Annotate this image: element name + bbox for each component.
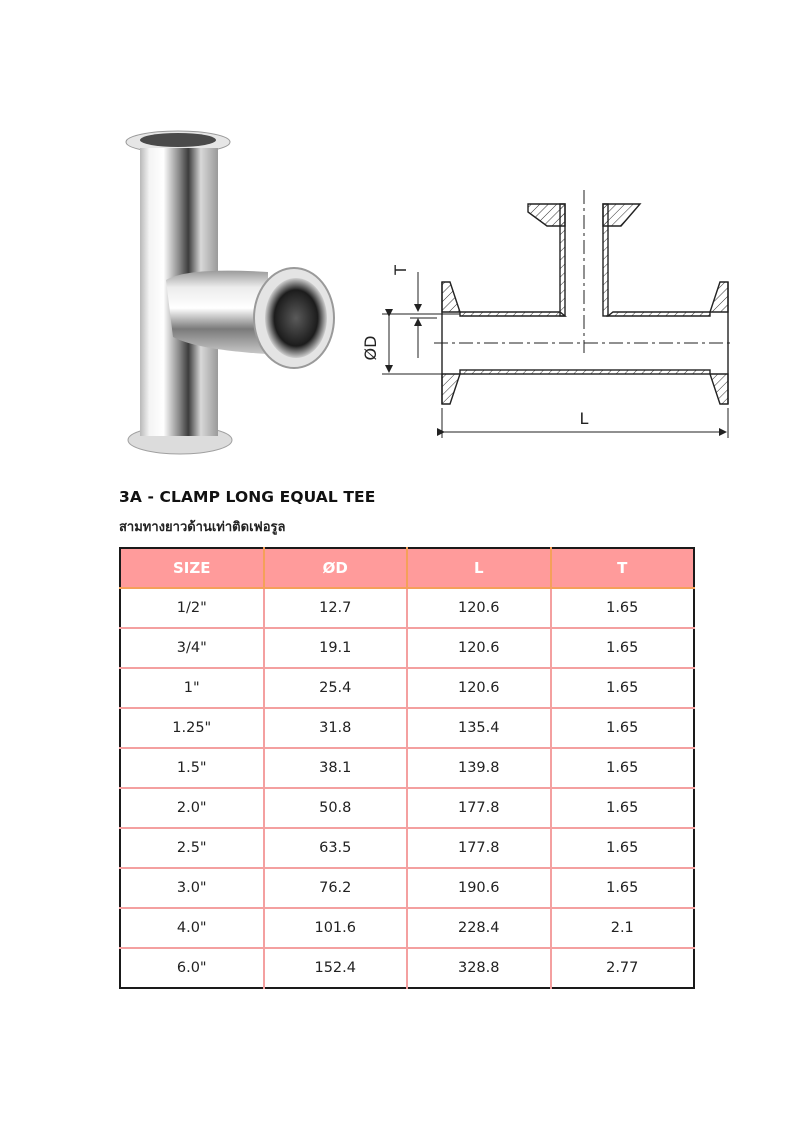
cell-od: 50.8 bbox=[263, 788, 408, 829]
cell-t: 1.65 bbox=[550, 588, 694, 629]
column-header-l: L bbox=[407, 548, 552, 589]
dimension-label-t: T bbox=[391, 265, 410, 276]
cell-l: 228.4 bbox=[407, 908, 552, 949]
cell-t: 1.65 bbox=[550, 748, 694, 789]
cell-size: 1.25" bbox=[120, 708, 265, 749]
cell-od: 101.6 bbox=[263, 908, 408, 949]
table-row: 1.5" 38.1 139.8 1.65 bbox=[120, 748, 694, 789]
column-header-t: T bbox=[550, 548, 694, 589]
column-header-size: SIZE bbox=[120, 548, 265, 589]
cell-t: 1.65 bbox=[550, 708, 694, 749]
cell-t: 2.1 bbox=[550, 908, 694, 949]
cell-l: 177.8 bbox=[407, 788, 552, 829]
cell-t: 2.77 bbox=[606, 960, 639, 976]
cell-l: 120.6 bbox=[407, 668, 552, 709]
cell-t: 1.65 bbox=[550, 668, 694, 709]
table-row: 4.0" 101.6 228.4 2.1 bbox=[120, 908, 694, 949]
cell-t: 1.65 bbox=[550, 628, 694, 669]
cell-od: 152.4 bbox=[263, 948, 408, 988]
cell-od: 38.1 bbox=[263, 748, 408, 789]
cell-size: 4.0" bbox=[120, 908, 265, 949]
column-header-od: ØD bbox=[263, 548, 408, 589]
dimension-label-od: ØD bbox=[362, 336, 380, 361]
table-row: 1.25" 31.8 135.4 1.65 bbox=[120, 708, 694, 749]
cell-l: 177.8 bbox=[407, 828, 552, 869]
table-row: 1" 25.4 120.6 1.65 bbox=[120, 668, 694, 709]
cell-size: 2.5" bbox=[120, 828, 265, 869]
cell-l: 190.6 bbox=[407, 868, 552, 909]
cell-od: 19.1 bbox=[263, 628, 408, 669]
cell-od: 25.4 bbox=[263, 668, 408, 709]
cell-size: 3/4" bbox=[120, 628, 265, 669]
cell-t: 1.65 bbox=[550, 828, 694, 869]
cell-size: 6.0" bbox=[120, 948, 265, 988]
table-row: 3/4" 19.1 120.6 1.65 bbox=[120, 628, 694, 669]
cell-size: 3.0" bbox=[120, 868, 265, 909]
table-row: 2.0" 50.8 177.8 1.65 bbox=[120, 788, 694, 829]
table-row: 6.0" 152.4 328.8 2.77 bbox=[120, 948, 694, 988]
cell-l: 135.4 bbox=[407, 708, 552, 749]
cell-od: 76.2 bbox=[263, 868, 408, 909]
cell-size: 1/2" bbox=[120, 588, 265, 629]
cell-od: 63.5 bbox=[263, 828, 408, 869]
cell-size: 2.0" bbox=[120, 788, 265, 829]
cell-l: 120.6 bbox=[407, 628, 552, 669]
product-title: 3A - CLAMP LONG EQUAL TEE bbox=[119, 488, 376, 506]
cell-t: 1.65 bbox=[550, 868, 694, 909]
cell-size: 1.5" bbox=[120, 748, 265, 789]
product-subtitle-thai: สามทางยาวด้านเท่าติดเฟอรูล bbox=[119, 520, 286, 535]
cell-t: 1.65 bbox=[550, 788, 694, 829]
product-photo-tee bbox=[125, 130, 335, 455]
cell-l: 120.6 bbox=[407, 588, 552, 629]
spec-table: SIZE ØD L T 1/2" 12.7 120.6 1.65 3/4" 19… bbox=[119, 547, 695, 989]
dimension-label-l: L bbox=[580, 409, 589, 428]
table-row: 1/2" 12.7 120.6 1.65 bbox=[120, 588, 694, 629]
cell-od: 12.7 bbox=[263, 588, 408, 629]
table-row: 2.5" 63.5 177.8 1.65 bbox=[120, 828, 694, 869]
spec-table-header-row: SIZE ØD L T bbox=[120, 548, 694, 589]
cell-size: 1" bbox=[120, 668, 265, 709]
table-row: 3.0" 76.2 190.6 1.65 bbox=[120, 868, 694, 909]
cell-od: 31.8 bbox=[263, 708, 408, 749]
cell-l: 139.8 bbox=[407, 748, 552, 789]
cell-l: 328.8 bbox=[407, 948, 552, 988]
technical-drawing: T ØD L bbox=[362, 190, 734, 438]
